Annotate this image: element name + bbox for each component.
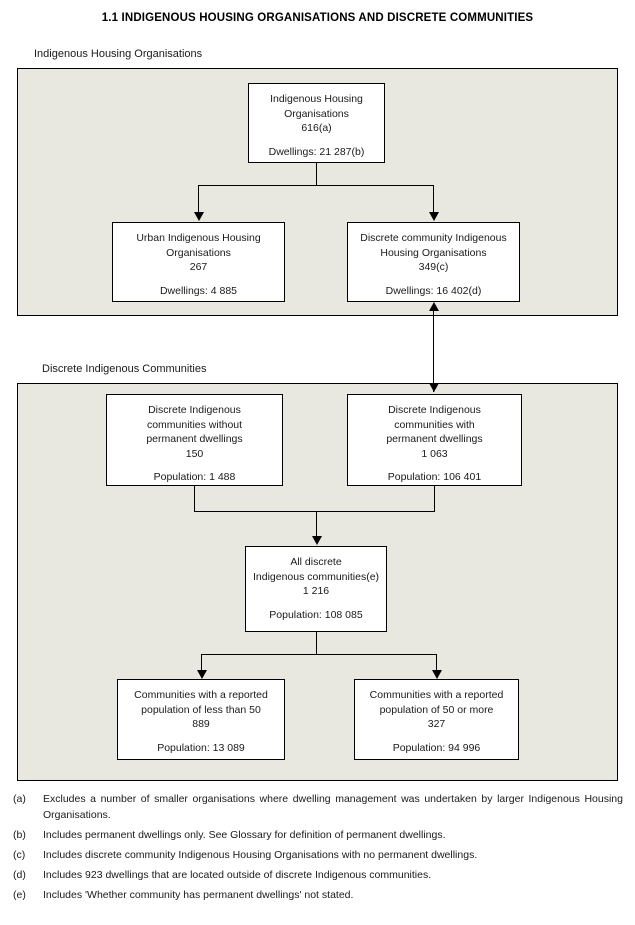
node-line: permanent dwellings	[146, 433, 243, 445]
node-line: Discrete Indigenous	[388, 404, 481, 416]
connector-merge-left-leg	[194, 486, 195, 512]
arrow-down-icon	[197, 670, 207, 679]
spacer	[249, 136, 384, 145]
node-population-50-or-more: Communities with a reported population o…	[354, 679, 519, 760]
arrow-down-icon	[312, 536, 322, 545]
footnote-e: (e) Includes 'Whether community has perm…	[13, 888, 623, 904]
footnote-marker: (d)	[13, 868, 26, 881]
spacer	[113, 275, 284, 284]
connector-merge-bar	[194, 511, 435, 512]
arrow-down-icon	[429, 383, 439, 392]
node-all-discrete-indigenous-communities: All discrete Indigenous communities(e) 1…	[245, 546, 387, 632]
node-line: Communities with a reported	[369, 689, 504, 701]
arrow-down-icon	[432, 670, 442, 679]
section-caption-housing-organisations: Indigenous Housing Organisations	[34, 48, 203, 60]
node-population-less-than-50: Communities with a reported population o…	[117, 679, 285, 760]
node-dwellings: Dwellings: 21 287(b)	[268, 145, 365, 158]
node-communities-without-permanent-dwellings: Discrete Indigenous communities without …	[106, 394, 283, 486]
spacer	[355, 732, 518, 741]
footnote-marker: (c)	[13, 848, 26, 861]
node-line: Discrete community Indigenous	[360, 232, 507, 244]
footnote-text: Includes discrete community Indigenous H…	[43, 848, 478, 861]
node-population: Population: 106 401	[387, 471, 482, 483]
node-line: Communities with a reported	[134, 689, 268, 701]
connector-split-right-leg	[436, 654, 437, 671]
connector-split-bar	[201, 654, 437, 655]
node-count: 349(c)	[418, 261, 449, 273]
node-line: All discrete	[290, 556, 342, 568]
node-population: Population: 94 996	[392, 741, 481, 754]
footnotes: (a) Excludes a number of smaller organis…	[13, 792, 623, 908]
page-title: 1.1 INDIGENOUS HOUSING ORGANISATIONS AND…	[101, 12, 534, 24]
footnote-text: Includes 'Whether community has permanen…	[43, 888, 354, 901]
node-count: 267	[189, 261, 208, 273]
footnote-text: Excludes a number of smaller organisatio…	[43, 793, 623, 821]
node-indigenous-housing-organisations: Indigenous Housing Organisations 616(a) …	[248, 83, 385, 163]
node-count: 616(a)	[301, 122, 332, 134]
connector-between-panels	[433, 304, 434, 392]
connector-merge-stem	[316, 511, 317, 538]
connector-iho-right-leg	[433, 185, 434, 213]
node-count: 1 216	[302, 585, 330, 597]
footnote-text: Includes permanent dwellings only. See G…	[43, 828, 446, 841]
spacer	[348, 461, 521, 470]
connector-iho-stem	[316, 163, 317, 185]
node-line: permanent dwellings	[386, 433, 483, 445]
footnote-marker: (b)	[13, 828, 26, 841]
node-line: Urban Indigenous Housing	[136, 232, 261, 244]
spacer	[348, 275, 519, 284]
node-line: communities with	[394, 418, 475, 431]
node-line: population of 50 or more	[379, 703, 494, 716]
node-line: Indigenous Housing	[270, 93, 363, 105]
node-line: Organisations	[284, 107, 349, 120]
connector-merge-right-leg	[434, 486, 435, 512]
footnote-b: (b) Includes permanent dwellings only. S…	[13, 828, 623, 844]
node-line: population of less than 50	[141, 703, 261, 716]
footnote-marker: (a)	[13, 793, 26, 805]
node-discrete-community-indigenous-housing-organisations: Discrete community Indigenous Housing Or…	[347, 222, 520, 302]
node-population: Population: 1 488	[153, 471, 236, 483]
node-line: communities without	[146, 418, 243, 431]
node-dwellings: Dwellings: 4 885	[159, 284, 238, 297]
arrow-down-icon	[429, 212, 439, 221]
spacer	[118, 732, 284, 741]
spacer	[107, 461, 282, 470]
arrow-up-icon	[429, 302, 439, 311]
section-caption-discrete-communities: Discrete Indigenous Communities	[42, 363, 207, 375]
node-count: 327	[427, 718, 446, 730]
connector-split-stem	[316, 632, 317, 654]
node-count: 1 063	[421, 447, 448, 460]
footnote-text: Includes 923 dwellings that are located …	[43, 868, 432, 881]
footnote-a: (a) Excludes a number of smaller organis…	[13, 792, 623, 823]
node-count: 889	[192, 718, 210, 730]
connector-split-left-leg	[201, 654, 202, 671]
footnote-c: (c) Includes discrete community Indigeno…	[13, 848, 623, 864]
node-count: 150	[185, 447, 204, 460]
node-dwellings: Dwellings: 16 402(d)	[385, 284, 482, 297]
node-line: Organisations	[166, 246, 231, 259]
node-urban-indigenous-housing-organisations: Urban Indigenous Housing Organisations 2…	[112, 222, 285, 302]
footnote-marker: (e)	[13, 888, 26, 901]
footnote-d: (d) Includes 923 dwellings that are loca…	[13, 868, 623, 884]
connector-iho-left-leg	[198, 185, 199, 213]
connector-iho-bar	[198, 185, 434, 186]
node-line: Discrete Indigenous	[148, 404, 241, 416]
node-line: Housing Organisations	[380, 246, 487, 259]
node-population: Population: 108 085	[269, 608, 363, 621]
node-line: Indigenous communities(e)	[252, 570, 380, 583]
spacer	[246, 599, 386, 608]
node-population: Population: 13 089	[157, 741, 245, 754]
arrow-down-icon	[194, 212, 204, 221]
node-communities-with-permanent-dwellings: Discrete Indigenous communities with per…	[347, 394, 522, 486]
